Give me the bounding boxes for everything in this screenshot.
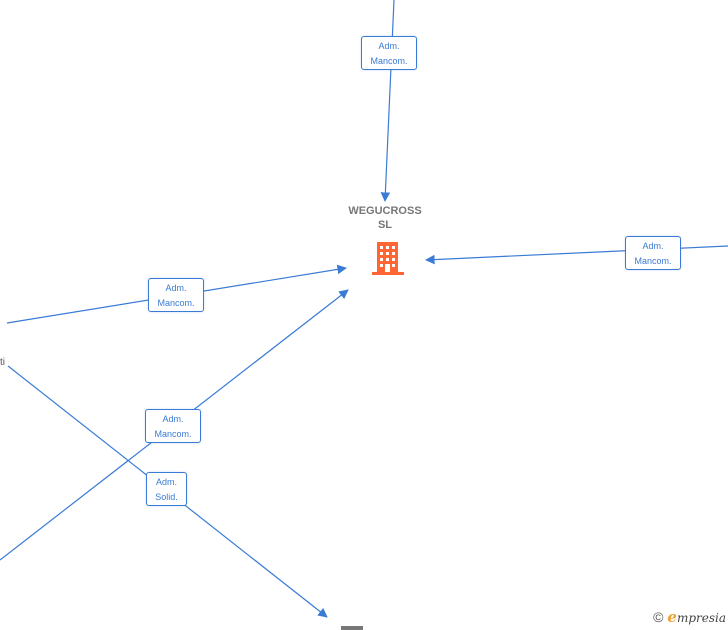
edge-label-right[interactable]: Adm. Mancom. [625,236,681,270]
edge-label-solid-line1: Adm. [155,477,177,487]
brand-logo: empresia [667,608,726,626]
partial-node-icon[interactable] [341,626,363,630]
edge-label-lower-left-line2: Mancom. [154,429,192,439]
edge-label-left-line1: Adm. [165,283,187,293]
company-name-line1: WEGUCROSS [348,205,422,217]
edge-label-right-line2: Mancom. [634,256,672,266]
building-icon[interactable] [372,242,404,275]
edge-label-right-line1: Adm. [642,241,664,251]
footer-brand: © empresia [653,608,726,626]
company-name[interactable]: WEGUCROSS SL [335,204,435,232]
edge-line-top [380,0,395,202]
copyright-icon: © [653,609,664,625]
edge-label-left[interactable]: Adm. Mancom. [148,278,204,312]
edge-label-solid-line2: Solid. [155,492,178,502]
edge-label-top[interactable]: Adm. Mancom. [361,36,417,70]
edge-label-left-line2: Mancom. [157,298,195,308]
edge-label-solid[interactable]: Adm. Solid. [146,472,187,506]
edge-line-right [425,245,728,265]
edge-label-lower-left[interactable]: Adm. Mancom. [145,409,201,443]
company-name-line2: SL [377,219,393,231]
brand-initial: e [667,608,677,626]
partial-node-label[interactable]: ti [0,357,5,368]
edge-label-top-line1: Adm. [378,41,400,51]
edge-label-lower-left-line1: Adm. [162,414,184,424]
edge-label-top-line2: Mancom. [370,56,408,66]
brand-rest: mpresia [676,611,726,625]
